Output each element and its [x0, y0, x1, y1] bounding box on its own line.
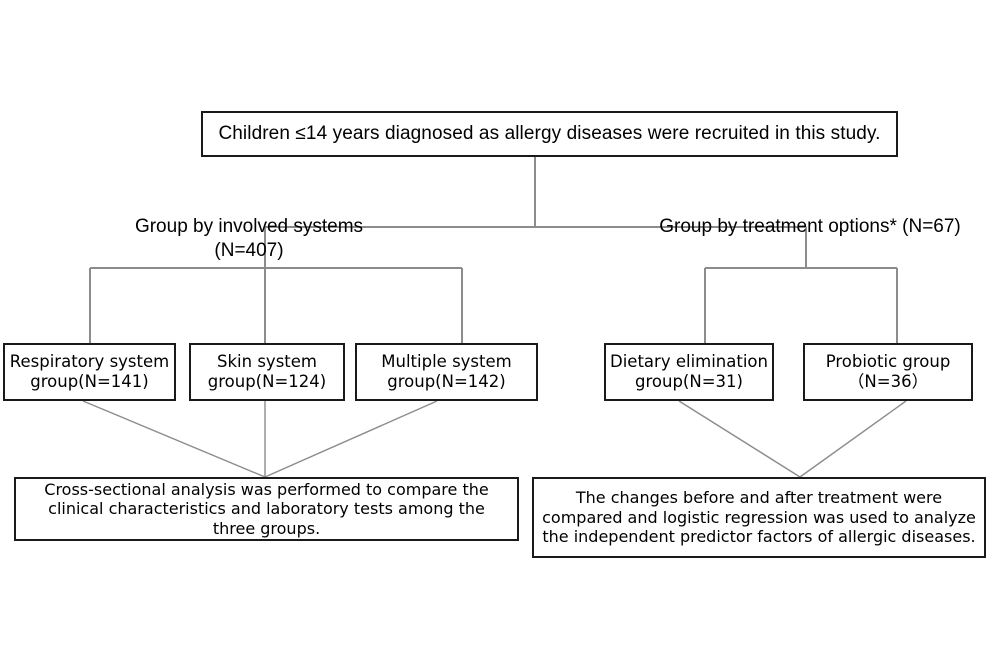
multiple-system-group-text: Multiple system group(N=142) — [381, 351, 512, 391]
dietary-elimination-group-box: Dietary elimination group(N=31) — [604, 343, 774, 401]
left-outcome-box: Cross-sectional analysis was performed t… — [14, 477, 519, 541]
respiratory-system-group-box: Respiratory system group(N=141) — [3, 343, 176, 401]
enrollment-box: Children ≤14 years diagnosed as allergy … — [201, 111, 898, 157]
respiratory-system-group-text: Respiratory system group(N=141) — [9, 351, 170, 391]
right-branch-caption-text: Group by treatment options* (N=67) — [659, 215, 961, 237]
connector-respiratory-to-outcome — [82, 400, 266, 478]
left-outcome-text: Cross-sectional analysis was performed t… — [44, 479, 489, 538]
probiotic-group-box: Probiotic group （N=36） — [803, 343, 973, 401]
left-branch-caption-text: Group by involved systems (N=407) — [134, 215, 364, 262]
skin-system-group-text: Skin system group(N=124) — [207, 351, 327, 391]
dietary-elimination-group-text: Dietary elimination group(N=31) — [610, 351, 768, 391]
right-outcome-text: The changes before and after treatment w… — [542, 488, 976, 547]
skin-system-group-box: Skin system group(N=124) — [189, 343, 345, 401]
connector-probiotic-to-outcome — [799, 400, 907, 478]
left-branch-caption: Group by involved systems (N=407) — [104, 190, 394, 264]
probiotic-group-text: Probiotic group （N=36） — [825, 351, 951, 391]
enrollment-text: Children ≤14 years diagnosed as allergy … — [218, 123, 881, 145]
multiple-system-group-box: Multiple system group(N=142) — [355, 343, 538, 401]
right-branch-caption: Group by treatment options* (N=67) — [636, 190, 984, 239]
right-outcome-box: The changes before and after treatment w… — [532, 477, 986, 558]
connector-dietary-to-outcome — [678, 400, 801, 478]
connector-multiple-to-outcome — [264, 400, 438, 478]
